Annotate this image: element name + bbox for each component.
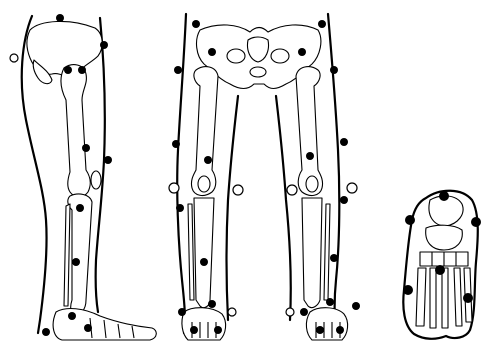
anterior-right-leg-outer-outline bbox=[177, 14, 186, 333]
marker-filled bbox=[340, 196, 348, 204]
marker-hollow bbox=[10, 54, 18, 62]
marker-filled bbox=[190, 326, 198, 334]
marker-filled bbox=[318, 20, 326, 28]
marker-filled bbox=[435, 265, 445, 275]
marker-filled bbox=[316, 326, 324, 334]
marker-hollow bbox=[169, 183, 179, 193]
marker-filled bbox=[471, 217, 481, 227]
marker-filled bbox=[208, 300, 216, 308]
anterior-left-femur-bone bbox=[296, 67, 323, 196]
lateral-tibia-bone bbox=[68, 194, 92, 314]
anterior-right-obturator bbox=[227, 49, 245, 63]
marker-filled bbox=[330, 66, 338, 74]
marker-filled bbox=[204, 156, 212, 164]
marker-filled bbox=[176, 204, 184, 212]
marker-filled bbox=[340, 138, 348, 146]
anterior-right-leg-inner-outline bbox=[227, 96, 239, 320]
anterior-right-tibia-bone bbox=[194, 198, 214, 308]
anterior-left-foot-bones bbox=[306, 308, 347, 340]
lateral-femur-bone bbox=[61, 65, 90, 197]
foot-panel bbox=[403, 191, 481, 339]
marker-filled bbox=[104, 156, 112, 164]
lateral-patella-bone bbox=[91, 171, 101, 189]
marker-filled bbox=[336, 326, 344, 334]
marker-filled bbox=[298, 48, 306, 56]
marker-hollow bbox=[347, 183, 357, 193]
marker-filled bbox=[439, 191, 449, 201]
marker-filled bbox=[178, 308, 186, 316]
marker-filled bbox=[76, 204, 84, 212]
foot-metatarsal-2 bbox=[430, 268, 436, 328]
lateral-leg-front-outline bbox=[96, 18, 105, 312]
marker-filled bbox=[72, 258, 80, 266]
marker-hollow bbox=[287, 185, 297, 195]
marker-filled bbox=[172, 140, 180, 148]
marker-filled bbox=[405, 215, 415, 225]
marker-spacer bbox=[255, 9, 261, 15]
marker-filled bbox=[330, 254, 338, 262]
anterior-left-leg-outer-outline bbox=[328, 14, 339, 333]
anterior-left-obturator bbox=[271, 49, 289, 63]
marker-filled bbox=[174, 66, 182, 74]
marker-filled bbox=[192, 20, 200, 28]
lateral-fibula-bone bbox=[64, 204, 70, 306]
anterior-left-patella bbox=[306, 176, 318, 192]
marker-filled bbox=[200, 258, 208, 266]
marker-filled bbox=[326, 298, 334, 306]
anterior-right-fibula-bone bbox=[188, 204, 194, 300]
foot-metatarsal-4 bbox=[454, 268, 462, 326]
marker-filled bbox=[306, 152, 314, 160]
anterior-legs-panel bbox=[169, 9, 360, 340]
marker-filled bbox=[78, 66, 86, 74]
marker-filled bbox=[463, 293, 473, 303]
anterior-right-patella bbox=[198, 176, 210, 192]
marker-filled bbox=[56, 14, 64, 22]
marker-filled bbox=[300, 308, 308, 316]
marker-filled bbox=[68, 312, 76, 320]
foot-metatarsal-1 bbox=[416, 268, 426, 326]
marker-filled bbox=[208, 48, 216, 56]
anterior-left-tibia-bone bbox=[302, 198, 322, 308]
marker-filled bbox=[100, 41, 108, 49]
marker-filled bbox=[82, 144, 90, 152]
anterior-right-foot-bones bbox=[182, 308, 226, 340]
anterior-pubic-symphysis bbox=[250, 67, 266, 77]
marker-hollow bbox=[233, 185, 243, 195]
marker-filled bbox=[214, 326, 222, 334]
lateral-leg-panel bbox=[10, 14, 156, 340]
marker-filled bbox=[352, 302, 360, 310]
anterior-left-fibula-bone bbox=[324, 204, 330, 300]
marker-filled bbox=[84, 324, 92, 332]
marker-filled bbox=[403, 285, 413, 295]
marker-filled bbox=[42, 328, 50, 336]
anterior-left-leg-inner-outline bbox=[276, 96, 291, 320]
marker-hollow bbox=[228, 308, 236, 316]
foot-metatarsal-3 bbox=[442, 268, 448, 328]
marker-filled bbox=[64, 66, 72, 74]
marker-hollow bbox=[286, 308, 294, 316]
foot-talus-bone bbox=[426, 225, 463, 250]
